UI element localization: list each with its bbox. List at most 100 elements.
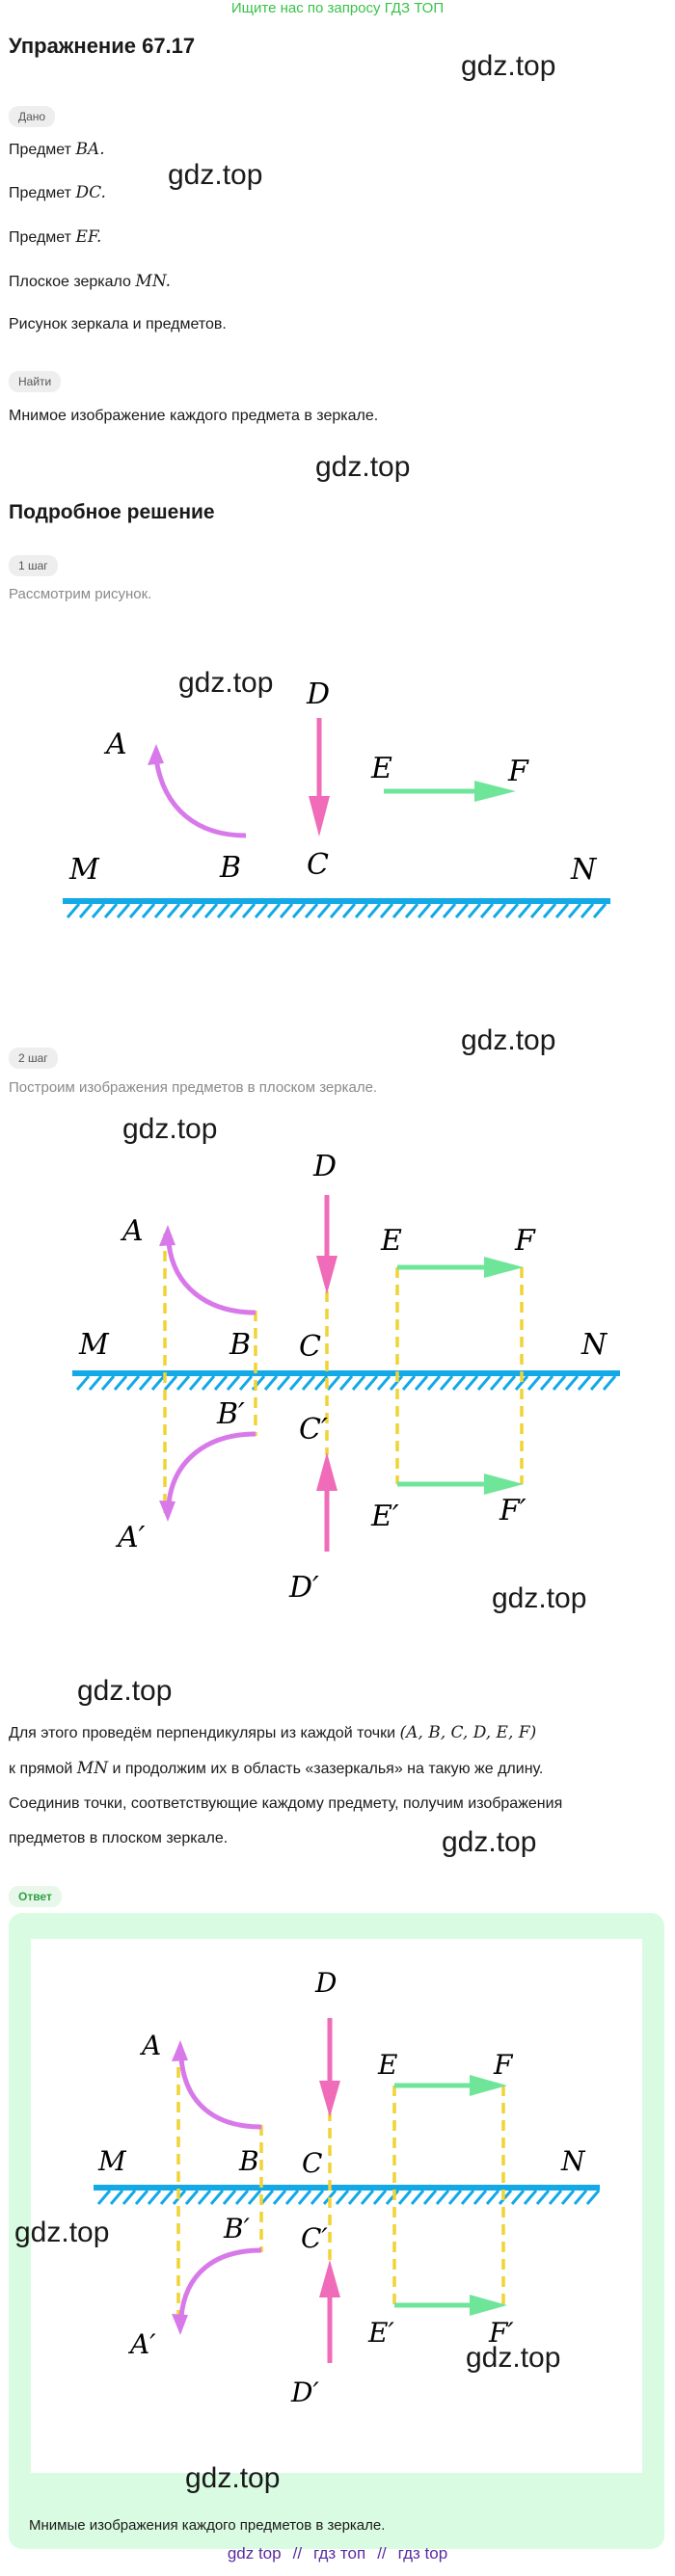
label-n: N — [580, 1328, 608, 1362]
paragraph-text: Для этого проведём перпендикуляры из каж… — [9, 1725, 396, 1741]
mirror-hatch — [284, 2190, 300, 2205]
object-ef-arrow — [397, 1257, 524, 1278]
mirror-hatch — [134, 2190, 149, 2205]
find-badge: Найти — [9, 371, 62, 392]
watermark: gdz.top — [168, 159, 263, 191]
page-title: Упражнение 67.17 — [9, 34, 196, 58]
mirror-hatch — [326, 1375, 341, 1391]
mirror-hatch — [460, 2190, 475, 2205]
label-c-prime: C′ — [299, 1413, 328, 1447]
mirror-hatch — [297, 2190, 312, 2205]
object-dc-arrow — [309, 718, 330, 837]
footer-link[interactable]: гдз top — [397, 2544, 448, 2563]
label-f: F — [493, 2049, 514, 2081]
mirror-hatch — [414, 1375, 429, 1391]
mirror-hatch — [548, 2190, 563, 2205]
mirror-hatch — [366, 903, 382, 918]
mirror-hatch — [539, 1375, 554, 1391]
footer-link[interactable]: гдз топ — [313, 2544, 366, 2563]
mirror-hatch — [501, 1375, 517, 1391]
label-c: C — [302, 2147, 322, 2179]
object-ef-arrow — [394, 2075, 507, 2096]
label-e: E — [370, 752, 392, 785]
label-d: D — [306, 677, 330, 711]
mirror-hatch — [372, 2190, 388, 2205]
mirror-hatch — [485, 2190, 500, 2205]
answer-text: Мнимые изображения каждого предметов в з… — [29, 2517, 386, 2534]
given-line-math: MN. — [135, 272, 172, 291]
mirror-hatch — [498, 2190, 513, 2205]
mirror-hatch — [163, 1375, 178, 1391]
mirror-hatch — [150, 1375, 166, 1391]
mirror-hatch — [351, 1375, 366, 1391]
label-f: F — [507, 755, 529, 788]
mirror-hatch — [259, 2190, 275, 2205]
solution-heading: Подробное решение — [9, 501, 215, 523]
mirror-hatch — [447, 2190, 463, 2205]
mirror-hatch — [301, 1375, 316, 1391]
mirror-hatch — [184, 2190, 200, 2205]
mirror-hatch — [422, 2190, 438, 2205]
mirror-hatch — [397, 2190, 413, 2205]
mirror-hatch — [216, 903, 231, 918]
image-ba-arrow — [159, 1431, 256, 1522]
mirror-hatch — [476, 1375, 492, 1391]
figure-initial: A B D C E F M N — [63, 677, 610, 918]
mirror-hatch — [335, 2190, 350, 2205]
mirror-hatch — [467, 903, 482, 918]
mirror-hatch — [310, 2190, 325, 2205]
label-a-prime: A′ — [127, 2328, 156, 2360]
label-d: D — [314, 1967, 337, 1999]
mirror-hatch — [313, 1375, 329, 1391]
mirror-hatch — [404, 903, 419, 918]
mirror-hatch — [247, 2190, 262, 2205]
mirror-hatch — [504, 903, 520, 918]
mirror-hatch — [229, 903, 244, 918]
image-ef-arrow — [394, 2295, 507, 2316]
label-f-prime: F′ — [499, 1494, 526, 1527]
mirror-hatch — [354, 903, 369, 918]
given-line-4: Плоское зеркало MN. — [9, 272, 171, 291]
mirror-hatch — [159, 2190, 175, 2205]
mirror-hatch — [291, 903, 307, 918]
mirror-hatch — [573, 2190, 588, 2205]
given-line-text: Рисунок зеркала и предметов. — [9, 316, 227, 332]
mirror-hatch — [238, 1375, 254, 1391]
footer-separator: // — [292, 2544, 303, 2563]
object-ba-arrow — [159, 1225, 256, 1315]
mirror-hatch — [535, 2190, 551, 2205]
mirror-hatch — [226, 1375, 241, 1391]
label-e-prime: E′ — [370, 1500, 399, 1533]
footer-link[interactable]: gdz top — [227, 2544, 282, 2563]
given-line-1: Предмет BA. — [9, 140, 105, 159]
given-line-text: Предмет — [9, 142, 71, 158]
watermark: gdz.top — [442, 1826, 537, 1858]
given-line-math: EF. — [75, 227, 102, 247]
given-line-2: Предмет DC. — [9, 183, 106, 202]
label-e: E — [377, 2049, 397, 2081]
footer-links: gdz top//гдз топ//гдз top — [0, 2544, 675, 2563]
given-line-text: Предмет — [9, 185, 71, 201]
label-b: B — [229, 1328, 251, 1362]
mirror-hatch — [580, 903, 595, 918]
mirror-hatch — [75, 1375, 91, 1391]
mirror-hatch — [385, 2190, 400, 2205]
mirror-hatch — [360, 2190, 375, 2205]
paragraph-line-2: к прямой MN и продолжим их в область «за… — [9, 1751, 664, 1787]
watermark: gdz.top — [461, 1024, 556, 1056]
mirror-hatch — [552, 1375, 567, 1391]
label-m: M — [97, 2145, 127, 2177]
label-f-prime: F′ — [488, 2317, 514, 2349]
mirror-hatch — [542, 903, 557, 918]
mirror-hatch — [213, 1375, 229, 1391]
watermark: gdz.top — [315, 451, 411, 483]
given-line-3: Предмет EF. — [9, 227, 101, 247]
mirror-hatch — [209, 2190, 225, 2205]
mirror-hatch — [492, 903, 507, 918]
mirror-hatch — [592, 903, 608, 918]
figure-answer: A B D C E F M N B′ C′ A′ E′ F′ D′ — [94, 1967, 601, 2408]
label-e-prime: E′ — [367, 2317, 394, 2349]
mirror-hatch — [347, 2190, 363, 2205]
label-b-prime: B′ — [216, 1397, 245, 1431]
mirror-hatch — [479, 903, 495, 918]
